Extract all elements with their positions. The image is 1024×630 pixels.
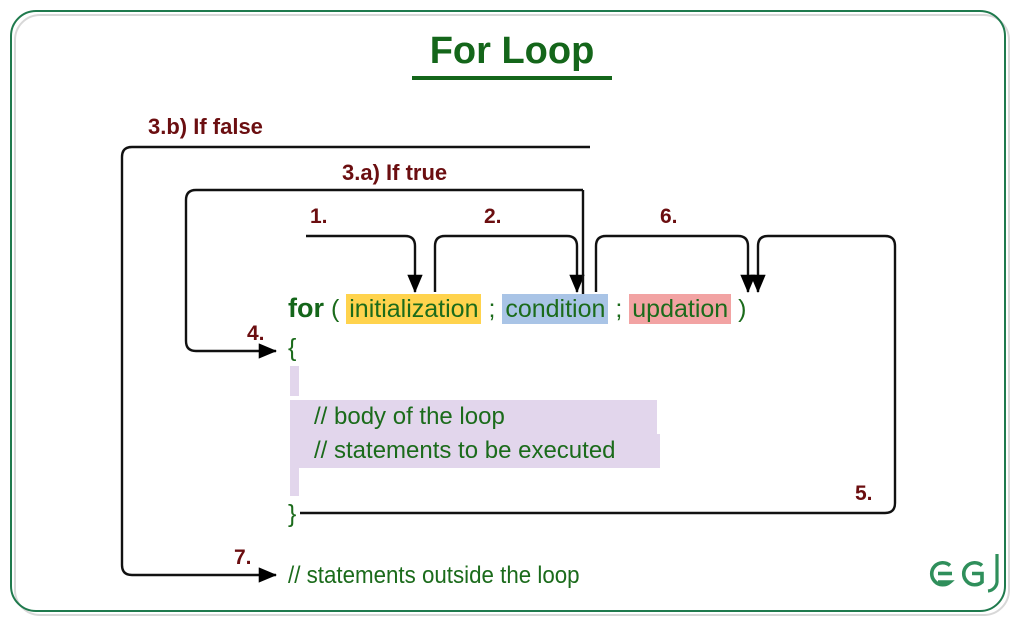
body-line-1: // body of the loop [290, 400, 657, 434]
label-if-false: 3.b) If false [148, 114, 263, 139]
label-if-true: 3.a) If true [342, 160, 448, 185]
semicolon-2: ; [615, 295, 623, 323]
indent-guide-1 [290, 366, 299, 396]
for-statement-line: for ( initialization ; condition ; updat… [288, 292, 747, 326]
close-paren: ) [738, 295, 747, 323]
label-step-1: 1. [310, 205, 328, 228]
path-step-5 [300, 234, 897, 515]
label-step-5: 5. [855, 482, 873, 505]
open-paren: ( [330, 295, 340, 323]
path-if-false [120, 145, 590, 583]
token-updation: updation [629, 294, 732, 324]
page-title: For Loop [429, 30, 595, 72]
token-condition: condition [502, 294, 609, 324]
label-step-6: 6. [660, 205, 678, 228]
path-step-2 [433, 234, 585, 293]
body-line-2: // statements to be executed [290, 434, 660, 468]
keyword-for: for [288, 293, 324, 323]
path-if-true [184, 188, 583, 359]
close-brace: } [288, 500, 297, 528]
path-step-1 [306, 234, 423, 293]
frame-shadow [14, 14, 1010, 616]
frame-border [10, 10, 1006, 612]
label-step-2: 2. [484, 205, 502, 228]
token-initialization: initialization [346, 294, 482, 324]
outside-statement: // statements outside the loop [288, 562, 580, 589]
geeksforgeeks-logo [930, 554, 999, 593]
label-step-4: 4. [247, 322, 265, 345]
label-step-7: 7. [234, 546, 252, 569]
indent-guide-2 [290, 466, 299, 496]
open-brace: { [288, 334, 297, 362]
path-step-6 [594, 234, 756, 293]
title-underline [412, 76, 612, 80]
semicolon-1: ; [488, 295, 496, 323]
